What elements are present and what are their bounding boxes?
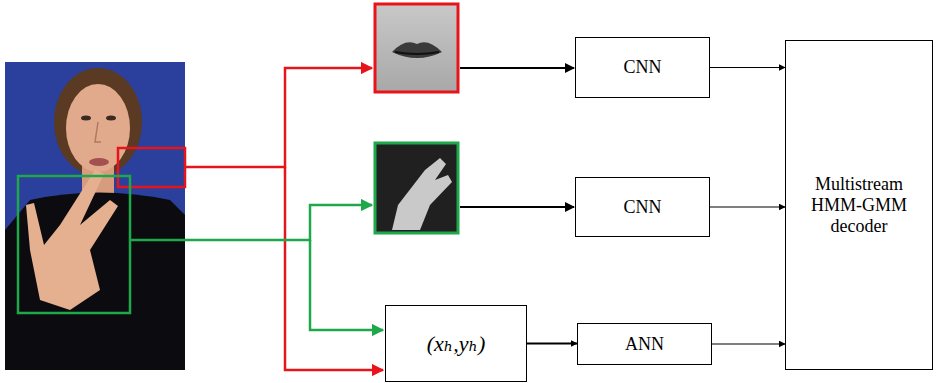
node-text-group: CNN — [623, 197, 661, 218]
green-route — [130, 205, 372, 240]
crop-arrow — [460, 67, 574, 69]
flow-arrow — [527, 343, 577, 345]
node-text-group: Multistream HMM-GMM decoder — [794, 174, 924, 237]
decoder-box: Multistream HMM-GMM decoder — [785, 40, 933, 370]
node-text: ANN — [625, 334, 664, 355]
flow-arrow — [710, 67, 785, 68]
green-route — [310, 240, 383, 330]
feature-box: (xₕ,yₕ) — [385, 305, 527, 382]
cnn-box: CNN — [575, 37, 710, 98]
node-text-group: (xₕ,yₕ) — [427, 331, 486, 357]
node-text: Multistream HMM-GMM decoder — [794, 174, 924, 237]
node-text-group: ANN — [625, 334, 664, 355]
signer-photo — [5, 62, 185, 370]
cnn-box: CNN — [575, 177, 710, 237]
crop-arrow — [460, 206, 574, 208]
flow-arrow — [712, 343, 785, 344]
node-text: CNN — [623, 57, 661, 78]
node-text: CNN — [623, 197, 661, 218]
node-text-group: CNN — [623, 57, 661, 78]
flow-arrow — [710, 206, 785, 207]
ann-box: ANN — [577, 323, 712, 365]
hand-crop — [375, 143, 458, 233]
mouth-crop — [375, 4, 458, 92]
red-route — [285, 167, 383, 370]
red-route — [185, 68, 372, 167]
node-text: (xₕ,yₕ) — [427, 331, 486, 357]
